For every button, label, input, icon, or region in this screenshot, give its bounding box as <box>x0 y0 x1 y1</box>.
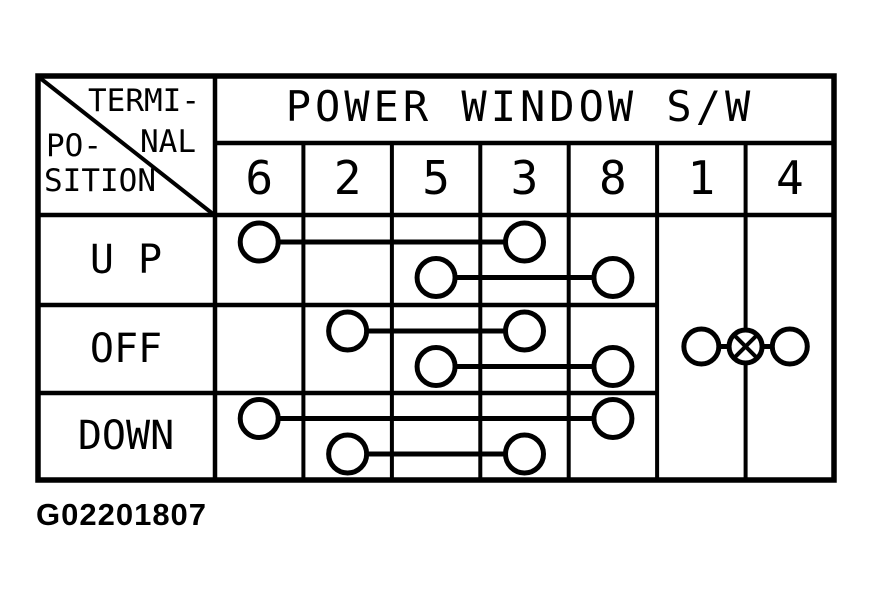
table-grid <box>35 73 837 483</box>
contact-circle <box>414 256 458 299</box>
terminal-number-6: 6 <box>245 151 273 205</box>
contact-circle <box>591 397 635 440</box>
contact-circle <box>414 345 458 388</box>
table-title: POWER WINDOW S/W <box>286 82 755 131</box>
corner-position-label-line1: PO- <box>46 128 102 164</box>
contact-circle <box>237 397 281 440</box>
terminal-number-2: 2 <box>334 151 362 205</box>
contact-circle <box>503 432 546 476</box>
contact-circle <box>591 256 635 299</box>
terminal-number-5: 5 <box>422 151 450 205</box>
terminal-number-8: 8 <box>599 151 627 205</box>
contact-circle <box>769 326 810 367</box>
illumination-lamp-icon <box>732 333 759 360</box>
corner-terminal-label-line1: TERMI- <box>88 83 200 119</box>
figure-code: G02201807 <box>36 497 207 532</box>
contact-circle <box>503 309 546 353</box>
contact-circle <box>591 345 635 388</box>
contact-circle <box>503 220 546 264</box>
corner-position-label-line2: SITION <box>44 163 156 199</box>
terminal-number-3: 3 <box>511 151 539 205</box>
row-label-down: DOWN <box>78 413 174 459</box>
table-outer-border <box>35 73 837 483</box>
terminal-number-1: 1 <box>688 151 716 205</box>
contact-circle <box>326 309 370 353</box>
connections-layer <box>237 220 810 476</box>
corner-terminal-label-line2: NAL <box>140 124 196 160</box>
corner-diagonal-line <box>38 76 215 216</box>
contact-circle <box>237 220 281 264</box>
row-label-off: OFF <box>90 326 162 372</box>
contact-circle <box>681 326 722 367</box>
row-label-up: U P <box>90 237 162 283</box>
terminal-number-4: 4 <box>776 151 804 205</box>
contact-circle <box>326 432 370 476</box>
